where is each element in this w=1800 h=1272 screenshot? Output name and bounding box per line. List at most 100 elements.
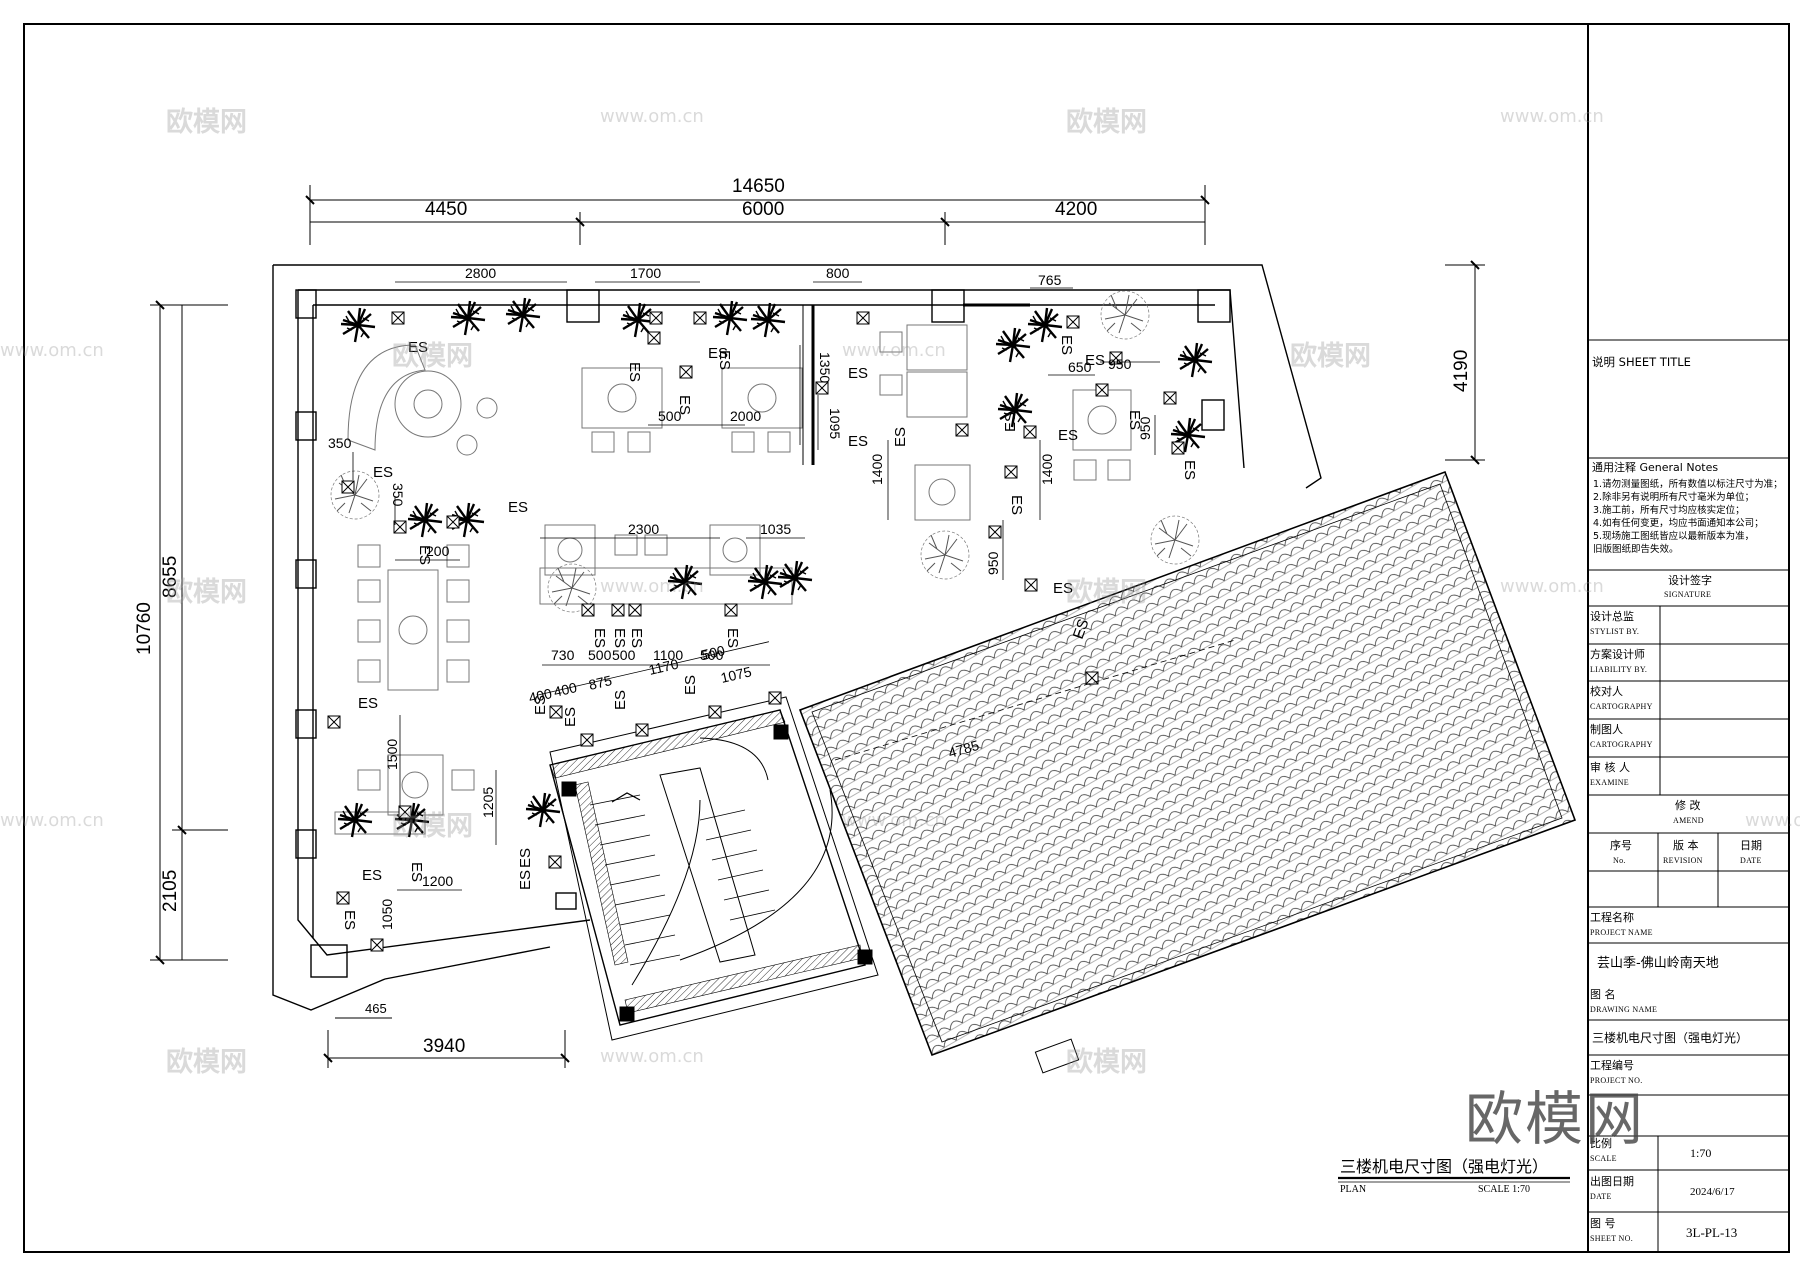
es-label: ES xyxy=(532,695,549,715)
dim-interior: 730 xyxy=(551,647,575,663)
role-reviewer: 审 核 人 xyxy=(1590,761,1630,774)
overall-dimension-text: 14650 4450 6000 4200 10760 8655 2105 419… xyxy=(134,176,1472,1057)
dim-interior: 2000 xyxy=(730,408,761,424)
furniture xyxy=(334,324,1132,835)
scale-label-en: SCALE xyxy=(1590,1154,1617,1163)
dim-interior: 1700 xyxy=(630,265,661,281)
role-director-en: STYLIST BY. xyxy=(1590,627,1640,636)
amend-col-revision: 版 本 xyxy=(1673,839,1699,852)
project-name-label-en: PROJECT NAME xyxy=(1590,928,1653,937)
es-label: ES xyxy=(517,870,534,890)
dim-interior: 1035 xyxy=(760,521,791,537)
dim-interior: 1400 xyxy=(1039,454,1055,485)
sheet-no-label-en: SHEET NO. xyxy=(1590,1234,1633,1243)
dim-interior: 1400 xyxy=(869,454,885,485)
watermark-url: www.om.cn xyxy=(600,106,704,127)
watermark-url: www.om.cn xyxy=(1500,106,1604,127)
dim-interior: 350 xyxy=(328,435,352,451)
watermark-url: www.om.cn xyxy=(0,340,104,361)
title-block-grid xyxy=(1588,339,1789,1252)
general-notes-title: 通用注释 General Notes xyxy=(1592,461,1719,474)
es-label: ES xyxy=(408,862,425,882)
role-designer-en: LIABILITY BY. xyxy=(1590,665,1648,674)
drawing-caption: 三楼机电尺寸图（强电灯光） PLAN SCALE 1:70 xyxy=(1338,1157,1570,1195)
dim-interior: 1075 xyxy=(719,663,753,686)
es-label: ES xyxy=(408,339,428,356)
es-label: ES xyxy=(626,362,643,382)
es-label: ES xyxy=(724,628,741,648)
project-name-label: 工程名称 xyxy=(1590,911,1634,924)
building-outline xyxy=(272,264,1322,1011)
amend-title: 修 改 xyxy=(1675,799,1701,812)
es-label: ES xyxy=(892,427,909,447)
es-label: ES xyxy=(1058,335,1075,355)
general-note: 1.请勿测量图纸，所有数值以标注尺寸为准； xyxy=(1593,479,1783,490)
es-label: ES xyxy=(708,345,728,362)
roof-tiles xyxy=(798,470,1577,1074)
drawing-name-label: 图 名 xyxy=(1590,988,1616,1001)
dim-interior: 875 xyxy=(587,672,614,693)
watermark-url: www.om.cn xyxy=(600,576,704,597)
watermark-url: www.om.cn xyxy=(842,810,946,831)
es-label: ES xyxy=(1002,412,1019,432)
es-label: ES xyxy=(848,365,868,382)
watermark-logo: 欧模网 xyxy=(1066,577,1147,608)
watermark-logo: 欧模网 xyxy=(1066,1047,1147,1078)
watermark-big-logo: 欧模网 xyxy=(1465,1085,1646,1153)
scale-label: 比例 xyxy=(1590,1137,1612,1150)
dim-top-part: 6000 xyxy=(742,199,784,220)
role-checker: 校对人 xyxy=(1590,685,1623,698)
dim-interior: 1095 xyxy=(827,408,843,439)
sheet-title-label: 说明 SHEET TITLE xyxy=(1592,355,1691,369)
watermark-logo: 欧模网 xyxy=(392,341,473,372)
general-note: 旧版图纸即告失效。 xyxy=(1593,544,1679,555)
es-label: ES xyxy=(362,867,382,884)
dim-top-total: 14650 xyxy=(732,176,785,197)
role-reviewer-en: EXAMINE xyxy=(1590,778,1629,787)
issue-date-label-en: DATE xyxy=(1590,1192,1612,1201)
issue-date-value: 2024/6/17 xyxy=(1690,1186,1735,1198)
project-name-value: 芸山季-佛山岭南天地 xyxy=(1597,956,1719,971)
dim-left-part: 2105 xyxy=(160,870,181,912)
es-label: ES xyxy=(676,395,693,415)
es-label: ES xyxy=(517,848,534,868)
general-notes-list: 1.请勿测量图纸，所有数值以标注尺寸为准； 2.除非另有说明所有尺寸毫米为单位；… xyxy=(1593,478,1783,556)
watermark-logo: 欧模网 xyxy=(166,107,247,138)
caption-plan: PLAN xyxy=(1340,1184,1366,1195)
role-drafter: 制图人 xyxy=(1590,723,1623,736)
es-label: ES xyxy=(562,707,579,727)
amend-col-no-en: No. xyxy=(1613,856,1626,865)
drawing-name-label-en: DRAWING NAME xyxy=(1590,1005,1658,1014)
dim-interior: 800 xyxy=(826,265,850,281)
dim-interior: 500 xyxy=(612,647,636,663)
role-designer: 方案设计师 xyxy=(1590,648,1645,661)
dim-interior: 500 xyxy=(700,642,727,663)
es-label: ES xyxy=(373,464,393,481)
dim-interior: 400 xyxy=(527,685,554,706)
dim-interior: 765 xyxy=(1038,272,1062,288)
stair-core xyxy=(549,696,879,1041)
amend-col-date-en: DATE xyxy=(1740,856,1762,865)
dim-interior: 1100 xyxy=(653,647,683,663)
sheet-no-value: 3L-PL-13 xyxy=(1686,1225,1738,1240)
es-label: ES xyxy=(1085,352,1105,369)
es-label: ES xyxy=(611,628,628,648)
dim-interior: 500 xyxy=(700,647,724,663)
amend-col-date: 日期 xyxy=(1740,839,1762,852)
dim-right-height: 4190 xyxy=(1451,350,1472,392)
es-label: ES xyxy=(508,499,528,516)
role-director: 设计总监 xyxy=(1590,610,1634,623)
watermark-logo: 欧模网 xyxy=(166,1047,247,1078)
project-no-label: 工程编号 xyxy=(1590,1059,1634,1072)
es-label: ES xyxy=(1181,460,1198,480)
dim-top-part: 4200 xyxy=(1055,199,1097,220)
dim-interior: 1205 xyxy=(480,787,496,818)
dim-interior: 1350 xyxy=(817,352,833,383)
issue-date-label: 出图日期 xyxy=(1590,1175,1634,1188)
overall-dimension-lines xyxy=(150,185,1485,1068)
dim-interior: 650 xyxy=(1068,359,1092,375)
dim-interior: 1500 xyxy=(384,739,400,770)
es-label: ES xyxy=(612,690,629,710)
dim-interior: 1170 xyxy=(647,656,680,678)
